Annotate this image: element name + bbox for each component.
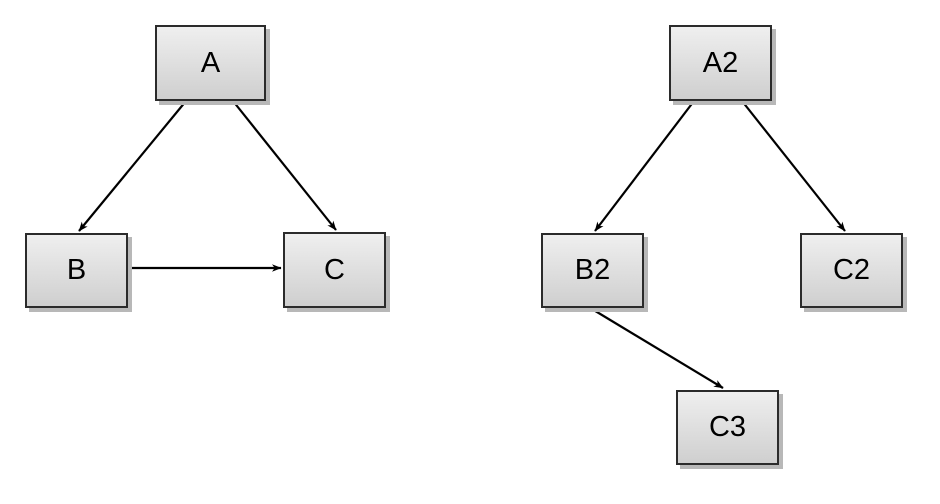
edges-group bbox=[78, 100, 846, 389]
node-a[interactable]: A bbox=[155, 25, 266, 101]
node-c[interactable]: C bbox=[283, 232, 386, 308]
node-c3[interactable]: C3 bbox=[676, 390, 779, 465]
edge-a-b[interactable] bbox=[78, 100, 187, 232]
edge-a2-c2[interactable] bbox=[741, 100, 846, 232]
edge-a2-b2[interactable] bbox=[594, 100, 695, 232]
node-label-b2: B2 bbox=[574, 254, 611, 286]
node-b2[interactable]: B2 bbox=[541, 233, 644, 308]
node-b[interactable]: B bbox=[25, 233, 128, 308]
node-label-c3: C3 bbox=[708, 411, 747, 443]
node-label-c: C bbox=[324, 253, 345, 286]
node-a2[interactable]: A2 bbox=[669, 25, 772, 101]
edge-b2-c3[interactable] bbox=[591, 308, 724, 389]
node-label-a: A bbox=[200, 46, 221, 79]
node-label-c2: C2 bbox=[832, 254, 871, 286]
edge-a-c[interactable] bbox=[232, 100, 337, 231]
node-label-b: B bbox=[66, 254, 87, 286]
node-c2[interactable]: C2 bbox=[800, 233, 903, 308]
node-label-a2: A2 bbox=[702, 46, 739, 79]
